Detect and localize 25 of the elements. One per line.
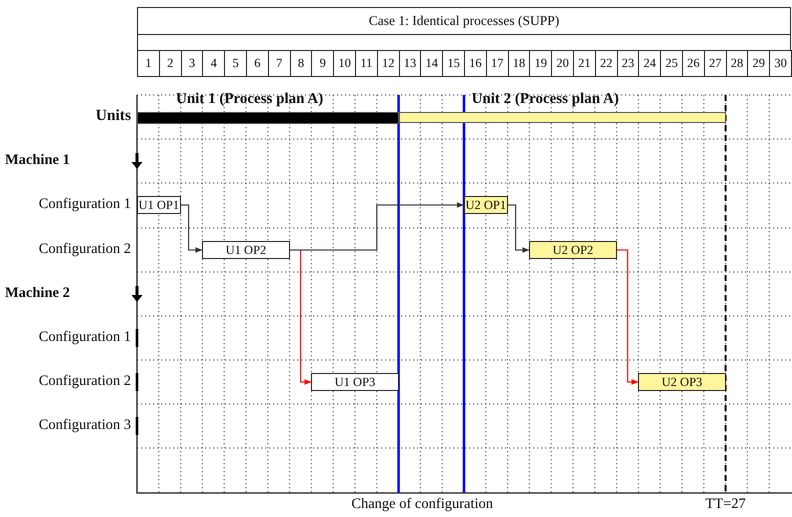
operation-box: U2 OP3 (638, 373, 726, 391)
axis-label: TT=27 (704, 495, 747, 513)
table-title: Case 1: Identical processes (SUPP) (137, 7, 791, 35)
operation-box: U2 OP2 (529, 241, 617, 259)
row-label: Configuration 3 (38, 416, 131, 434)
row-label: Configuration 2 (38, 372, 131, 390)
operation-box: U2 OP1 (464, 196, 508, 214)
flow-arrow (616, 249, 638, 385)
flow-arrow (290, 202, 464, 251)
row-heading: Machine 1 (5, 151, 70, 169)
flow-arrow (180, 204, 202, 253)
bar-heading: Unit 2 (Process plan A) (472, 90, 619, 108)
bar-heading: Unit 1 (Process plan A) (176, 90, 324, 108)
row-label: Configuration 1 (38, 328, 131, 346)
flow-arrow (508, 204, 530, 253)
row-heading: Units (96, 107, 131, 125)
operation-box: U1 OP2 (202, 241, 290, 259)
row-heading: Machine 2 (5, 284, 70, 302)
axis-label: Change of configuration (350, 495, 494, 513)
row-label: Configuration 1 (38, 195, 131, 213)
table-cell: 30 (769, 50, 792, 77)
operation-box: U1 OP3 (311, 373, 399, 391)
table-cell: 1 (137, 50, 160, 77)
operation-box: U1 OP1 (137, 196, 181, 214)
row-label: Configuration 2 (38, 240, 131, 258)
